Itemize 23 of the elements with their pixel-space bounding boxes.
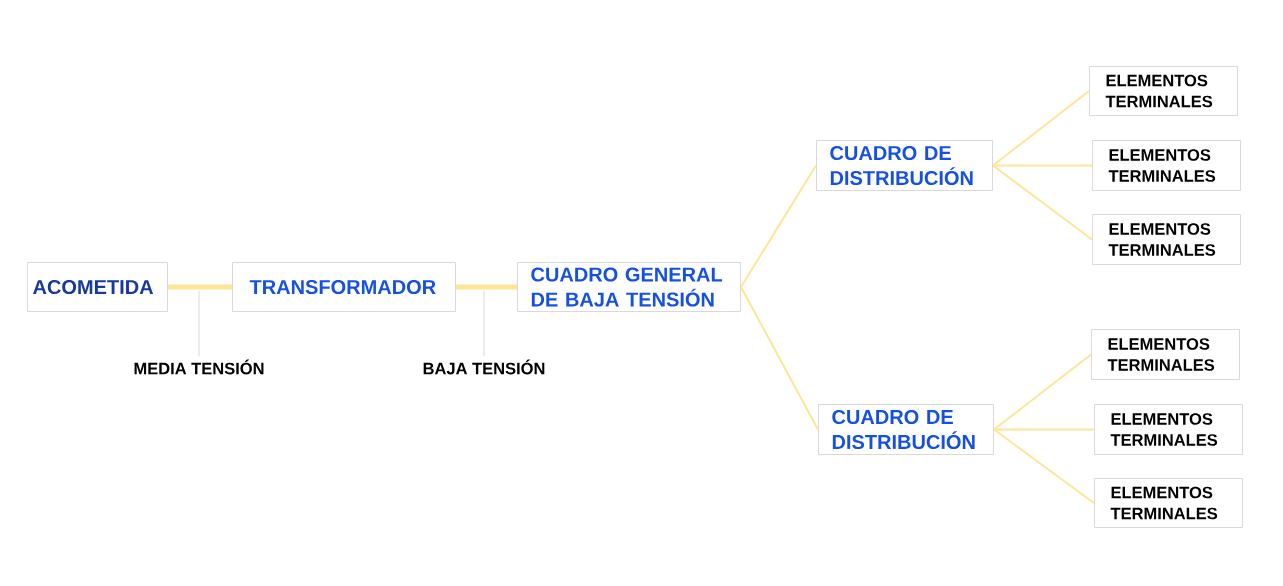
- connector-line: [993, 428, 1095, 504]
- leader-label: MEDIA TENSIÓN: [134, 359, 264, 375]
- process-box: ELEMENTOS TERMINALES: [1092, 140, 1241, 191]
- process-box: ELEMENTOS TERMINALES: [1094, 404, 1243, 455]
- connector-line: [992, 90, 1090, 167]
- process-box: ELEMENTOS TERMINALES: [1092, 214, 1241, 265]
- process-box: ACOMETIDA: [27, 262, 168, 312]
- process-box: CUADRO DE DISTRIBUCIÓN: [818, 404, 994, 455]
- connector-line: [992, 164, 1093, 167]
- process-box: ELEMENTOS TERMINALES: [1091, 329, 1240, 380]
- leader-label: BAJA TENSIÓN: [423, 359, 545, 375]
- process-box: TRANSFORMADOR: [232, 262, 456, 312]
- connector-line: [993, 353, 1092, 431]
- process-box: ELEMENTOS TERMINALES: [1089, 66, 1238, 116]
- connector-line: [740, 286, 819, 431]
- connector-line: [992, 164, 1093, 241]
- process-box: CUADRO GENERAL DE BAJA TENSIÓN: [517, 262, 741, 312]
- process-box: CUADRO DE DISTRIBUCIÓN: [816, 140, 993, 191]
- connector-line: [740, 164, 817, 288]
- connector-line: [168, 284, 232, 290]
- process-box: ELEMENTOS TERMINALES: [1094, 478, 1243, 528]
- connector-line: [993, 428, 1095, 431]
- connector-line: [456, 284, 517, 290]
